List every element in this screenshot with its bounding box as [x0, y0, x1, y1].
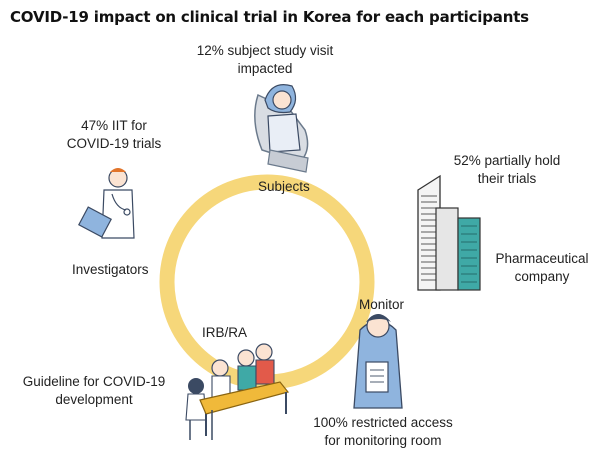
investigators-stat-line2: COVID-19 trials [66, 136, 162, 151]
subjects-stat-line1: 12% subject study visit [196, 43, 334, 58]
irb-label: IRB/RA [202, 325, 248, 340]
pharma-stat-line1: 52% partially hold [453, 153, 561, 168]
diagram-title: COVID-19 impact on clinical trial in Kor… [10, 8, 529, 26]
pharma-building-illustration [417, 174, 481, 291]
irb-stat: Guideline for COVID-19 development [14, 373, 174, 409]
pharma-stat: 52% partially hold their trials [432, 152, 582, 188]
subjects-stat-line2: impacted [237, 61, 293, 76]
irb-stat-line2: development [55, 392, 133, 407]
subjects-stat: 12% subject study visit impacted [195, 42, 335, 78]
monitor-stat-line1: 100% restricted access [313, 415, 453, 430]
monitor-stat: 100% restricted access for monitoring ro… [298, 414, 468, 450]
monitor-label: Monitor [359, 297, 405, 312]
irb-meeting-illustration [185, 343, 290, 440]
monitor-stat-line2: for monitoring room [324, 433, 442, 448]
investigators-stat: 47% IIT for COVID-19 trials [44, 117, 184, 153]
pharma-stat-line2: their trials [477, 171, 537, 186]
pharma-label-line2: company [514, 269, 570, 284]
investigators-label: Investigators [72, 262, 149, 277]
monitor-illustration [353, 314, 403, 409]
investigators-stat-line1: 47% IIT for [81, 118, 147, 133]
pharma-label-line1: Pharmaceutical [495, 251, 589, 266]
irb-stat-line1: Guideline for COVID-19 [22, 374, 166, 389]
subjects-label: Subjects [258, 179, 310, 194]
pharma-label: Pharmaceutical company [487, 250, 597, 286]
subject-illustration [254, 84, 309, 173]
investigator-illustration [78, 168, 135, 239]
